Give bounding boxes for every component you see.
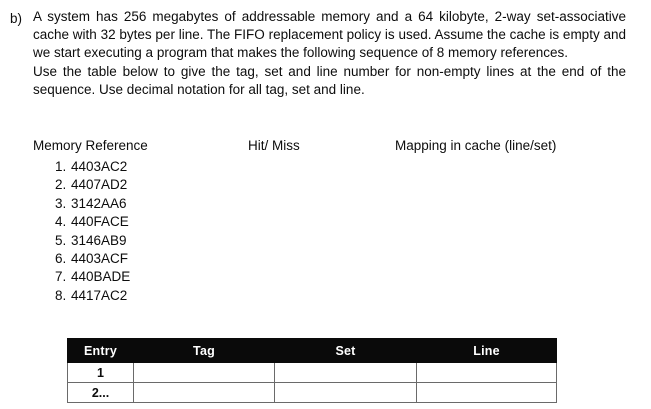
list-item: 6.4403ACF bbox=[55, 250, 130, 268]
list-item-address: 4417AC2 bbox=[71, 287, 128, 303]
column-header-mapping-in-cache: Mapping in cache (line/set) bbox=[395, 138, 557, 153]
cell-set[interactable] bbox=[274, 382, 417, 403]
list-item-address: 3146AB9 bbox=[71, 232, 127, 248]
memory-reference-section: Memory Reference Hit/ Miss Mapping in ca… bbox=[0, 138, 651, 303]
cell-line[interactable] bbox=[416, 362, 557, 383]
cell-entry: 2... bbox=[67, 382, 134, 403]
question-paragraph-1: A system has 256 megabytes of addressabl… bbox=[33, 9, 626, 61]
list-item-index: 2. bbox=[55, 177, 67, 193]
list-item: 8.4417AC2 bbox=[55, 287, 130, 305]
cell-tag[interactable] bbox=[133, 362, 275, 383]
list-item: 3.3142AA6 bbox=[55, 195, 130, 213]
list-item-address: 440FACE bbox=[71, 214, 129, 230]
list-item-address: 440BADE bbox=[71, 269, 131, 285]
table-header-row: Entry Tag Set Line bbox=[67, 338, 557, 363]
question-paragraph-2: Use the table below to give the tag, set… bbox=[33, 63, 626, 97]
question-block: b) A system has 256 megabytes of address… bbox=[10, 8, 626, 99]
list-item-index: 1. bbox=[55, 159, 67, 174]
list-item: 4.440FACE bbox=[55, 213, 130, 231]
list-item-index: 7. bbox=[55, 269, 67, 285]
list-item-index: 5. bbox=[55, 232, 67, 248]
table-header-set: Set bbox=[274, 338, 417, 363]
list-item: 2.4407AD2 bbox=[55, 176, 130, 194]
list-item-index: 8. bbox=[55, 287, 67, 303]
list-item-address: 4407AD2 bbox=[71, 177, 128, 193]
answer-table: Entry Tag Set Line 1 2... bbox=[67, 338, 557, 403]
table-row: 2... bbox=[67, 382, 557, 403]
table-header-line: Line bbox=[416, 338, 557, 363]
answer-table-container: Entry Tag Set Line 1 2... bbox=[67, 338, 557, 403]
question-body: A system has 256 megabytes of addressabl… bbox=[33, 8, 626, 99]
table-header-entry: Entry bbox=[67, 338, 134, 363]
list-item: 7.440BADE bbox=[55, 268, 130, 286]
cell-set[interactable] bbox=[274, 362, 417, 383]
list-item-address: 4403ACF bbox=[71, 251, 129, 267]
cell-line[interactable] bbox=[416, 382, 557, 403]
memory-reference-list: 1.4403AC2 2.4407AD2 3.3142AA6 4.440FACE … bbox=[55, 158, 130, 305]
list-item-index: 3. bbox=[55, 195, 67, 211]
list-item: 5.3146AB9 bbox=[55, 232, 130, 250]
list-item: 1. 4403AC2 bbox=[55, 158, 130, 176]
cell-tag[interactable] bbox=[133, 382, 275, 403]
column-header-memory-reference: Memory Reference bbox=[33, 138, 148, 153]
cell-entry: 1 bbox=[67, 362, 134, 383]
table-header-tag: Tag bbox=[133, 338, 275, 363]
question-label: b) bbox=[10, 11, 23, 26]
list-item-index: 6. bbox=[55, 251, 67, 267]
list-item-index: 4. bbox=[55, 214, 67, 230]
table-row: 1 bbox=[67, 362, 557, 383]
list-item-address: 3142AA6 bbox=[71, 195, 127, 211]
list-item-address: 4403AC2 bbox=[71, 159, 128, 174]
reference-column-headers: Memory Reference Hit/ Miss Mapping in ca… bbox=[0, 138, 651, 157]
column-header-hit-miss: Hit/ Miss bbox=[248, 138, 300, 153]
